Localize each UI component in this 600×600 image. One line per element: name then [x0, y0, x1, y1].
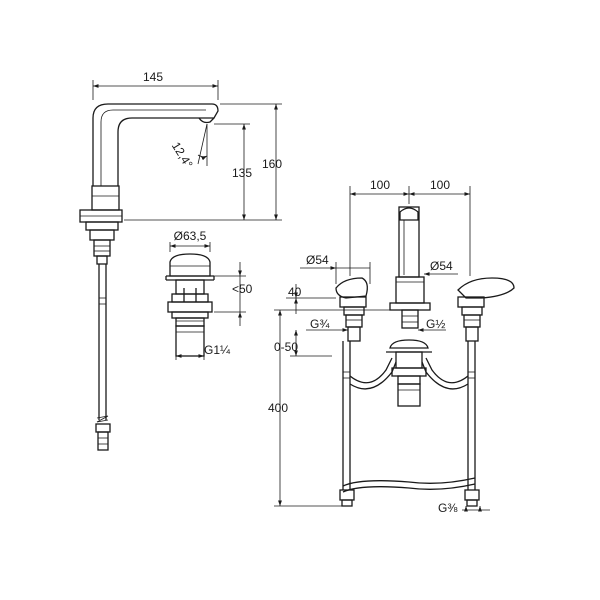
waste-height-label: <50: [232, 282, 253, 296]
center-thread-label: G½: [426, 317, 445, 331]
front-view-faucet: [335, 206, 515, 507]
waste-dimensions: Ø63,5 <50 G1¼: [169, 229, 253, 360]
side-view-dimensions: 145 160 135 12,4°: [92, 70, 282, 221]
hose-thread-label: G⅜: [438, 501, 458, 515]
waste-diameter-label: Ø63,5: [174, 229, 207, 243]
waste-thread-label: G1¼: [204, 343, 231, 357]
left-handle-diameter-label: Ø54: [306, 253, 329, 267]
hose-length-label: 400: [268, 401, 288, 415]
right-handle-diameter-label: Ø54: [430, 259, 453, 273]
side-view-faucet: [79, 103, 219, 451]
spout-angle-label: 12,4°: [169, 139, 196, 170]
inlet-thread-label: G¾: [310, 317, 330, 331]
front-view-dimensions: 100 100 Ø54 Ø54 40 G¾ G½ 400 0-50 G⅜: [268, 178, 490, 515]
adjust-range-label: 0-50: [274, 340, 298, 354]
handle-height-label: 40: [288, 285, 302, 299]
right-spacing-label: 100: [430, 178, 450, 192]
left-spacing-label: 100: [370, 178, 390, 192]
total-height-label: 160: [262, 157, 282, 171]
pop-up-waste: [165, 253, 215, 357]
spout-height-label: 135: [232, 166, 252, 180]
reach-dimension-label: 145: [143, 70, 163, 84]
